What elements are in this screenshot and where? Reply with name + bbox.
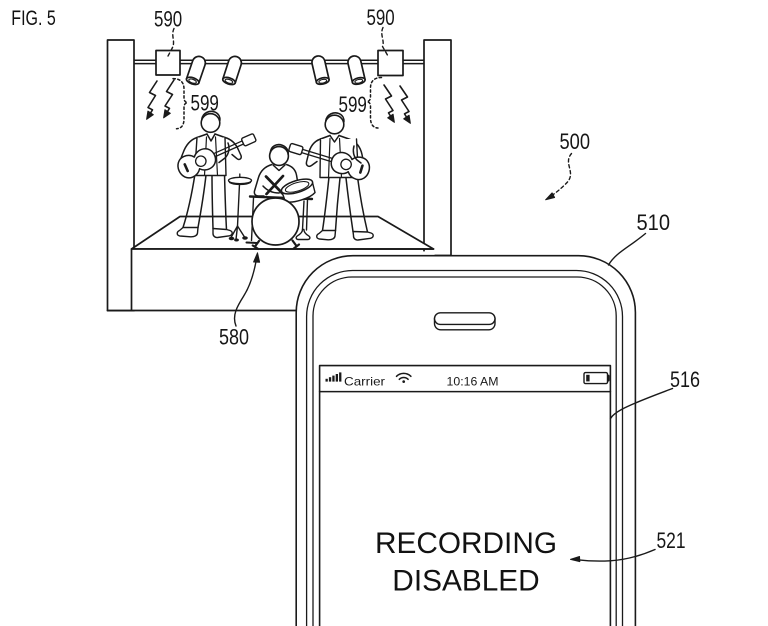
arrowhead xyxy=(387,113,395,123)
leader-590-left xyxy=(166,27,175,58)
ref-599-right: 599 xyxy=(339,92,367,117)
truss-post-right xyxy=(423,39,452,257)
ref-590-left: 590 xyxy=(154,7,182,32)
phone-inner-edge xyxy=(312,276,617,626)
ref-580: 580 xyxy=(219,325,249,350)
bass-drum xyxy=(251,197,300,246)
wifi-icon xyxy=(395,372,412,383)
acoustic-guitar xyxy=(177,133,257,179)
hair xyxy=(269,143,290,156)
truss-post-left xyxy=(106,39,135,312)
hair xyxy=(201,110,221,122)
signal-bars-icon xyxy=(325,372,342,382)
guitarist-left xyxy=(176,110,257,239)
emitter-box-right xyxy=(377,49,404,77)
figure-label: FIG. 5 xyxy=(11,7,56,30)
leader-lines xyxy=(166,26,674,563)
arrowhead-580 xyxy=(253,252,261,263)
head xyxy=(268,145,290,167)
statusbar-carrier: Carrier xyxy=(344,375,385,389)
statusbar-time: 10:16 AM xyxy=(447,375,499,389)
ref-500: 500 xyxy=(560,129,591,154)
signal-brace-left xyxy=(172,77,189,130)
ref-590-right: 590 xyxy=(367,5,395,30)
drumstick xyxy=(265,174,285,196)
leader-521 xyxy=(576,548,656,562)
ref-510: 510 xyxy=(637,210,671,235)
guitarist-right xyxy=(288,112,374,241)
cymbal-stand-base xyxy=(295,228,311,241)
leader-510 xyxy=(607,232,647,266)
screen-message-line1: RECORDING xyxy=(375,527,557,560)
arrowhead xyxy=(146,110,154,120)
arrowhead xyxy=(163,109,171,119)
band xyxy=(176,110,374,251)
stage-light-1 xyxy=(185,55,207,86)
shoe xyxy=(352,230,374,241)
lighting-truss xyxy=(106,39,452,312)
shoe xyxy=(316,229,337,241)
emitter-box-left xyxy=(155,49,181,76)
ref-521: 521 xyxy=(657,528,686,553)
phone-screen xyxy=(318,364,612,626)
earpiece-speaker xyxy=(433,312,496,331)
leader-500 xyxy=(549,152,573,198)
screen-message-line2: DISABLED xyxy=(392,565,539,598)
arrowhead-500 xyxy=(545,192,556,201)
leader-580 xyxy=(233,259,257,327)
stage-light-2 xyxy=(221,55,243,86)
leader-516 xyxy=(609,387,674,420)
signal-brace-right xyxy=(366,76,383,129)
phone-mid-edge xyxy=(305,269,624,626)
stage-front xyxy=(130,248,437,312)
stage-light-4 xyxy=(347,55,366,86)
head xyxy=(200,112,221,134)
zigzag-arrow xyxy=(147,80,158,117)
arrowhead-521 xyxy=(570,556,581,563)
head xyxy=(324,114,345,135)
zigzag-arrow xyxy=(399,85,410,121)
zigzag-arrow xyxy=(164,79,175,115)
zigzag-arrow xyxy=(383,84,394,120)
hi-hat-cymbal xyxy=(227,176,253,185)
hair xyxy=(325,112,345,123)
signal-bolts-right xyxy=(383,84,411,124)
signal-bolts-left xyxy=(146,79,175,120)
acoustic-guitar xyxy=(288,142,371,181)
smartphone xyxy=(295,254,637,626)
screen-bezel xyxy=(318,364,612,626)
drum-kit xyxy=(227,173,316,251)
ref-516: 516 xyxy=(670,367,700,392)
shoe xyxy=(212,227,233,239)
ref-599-left: 599 xyxy=(191,91,219,116)
battery-icon xyxy=(583,371,610,385)
leader-590-right xyxy=(381,26,389,57)
ir-signals xyxy=(146,76,411,130)
stage-light-3 xyxy=(311,55,330,86)
arrowhead xyxy=(403,114,411,124)
shoe xyxy=(176,226,199,238)
